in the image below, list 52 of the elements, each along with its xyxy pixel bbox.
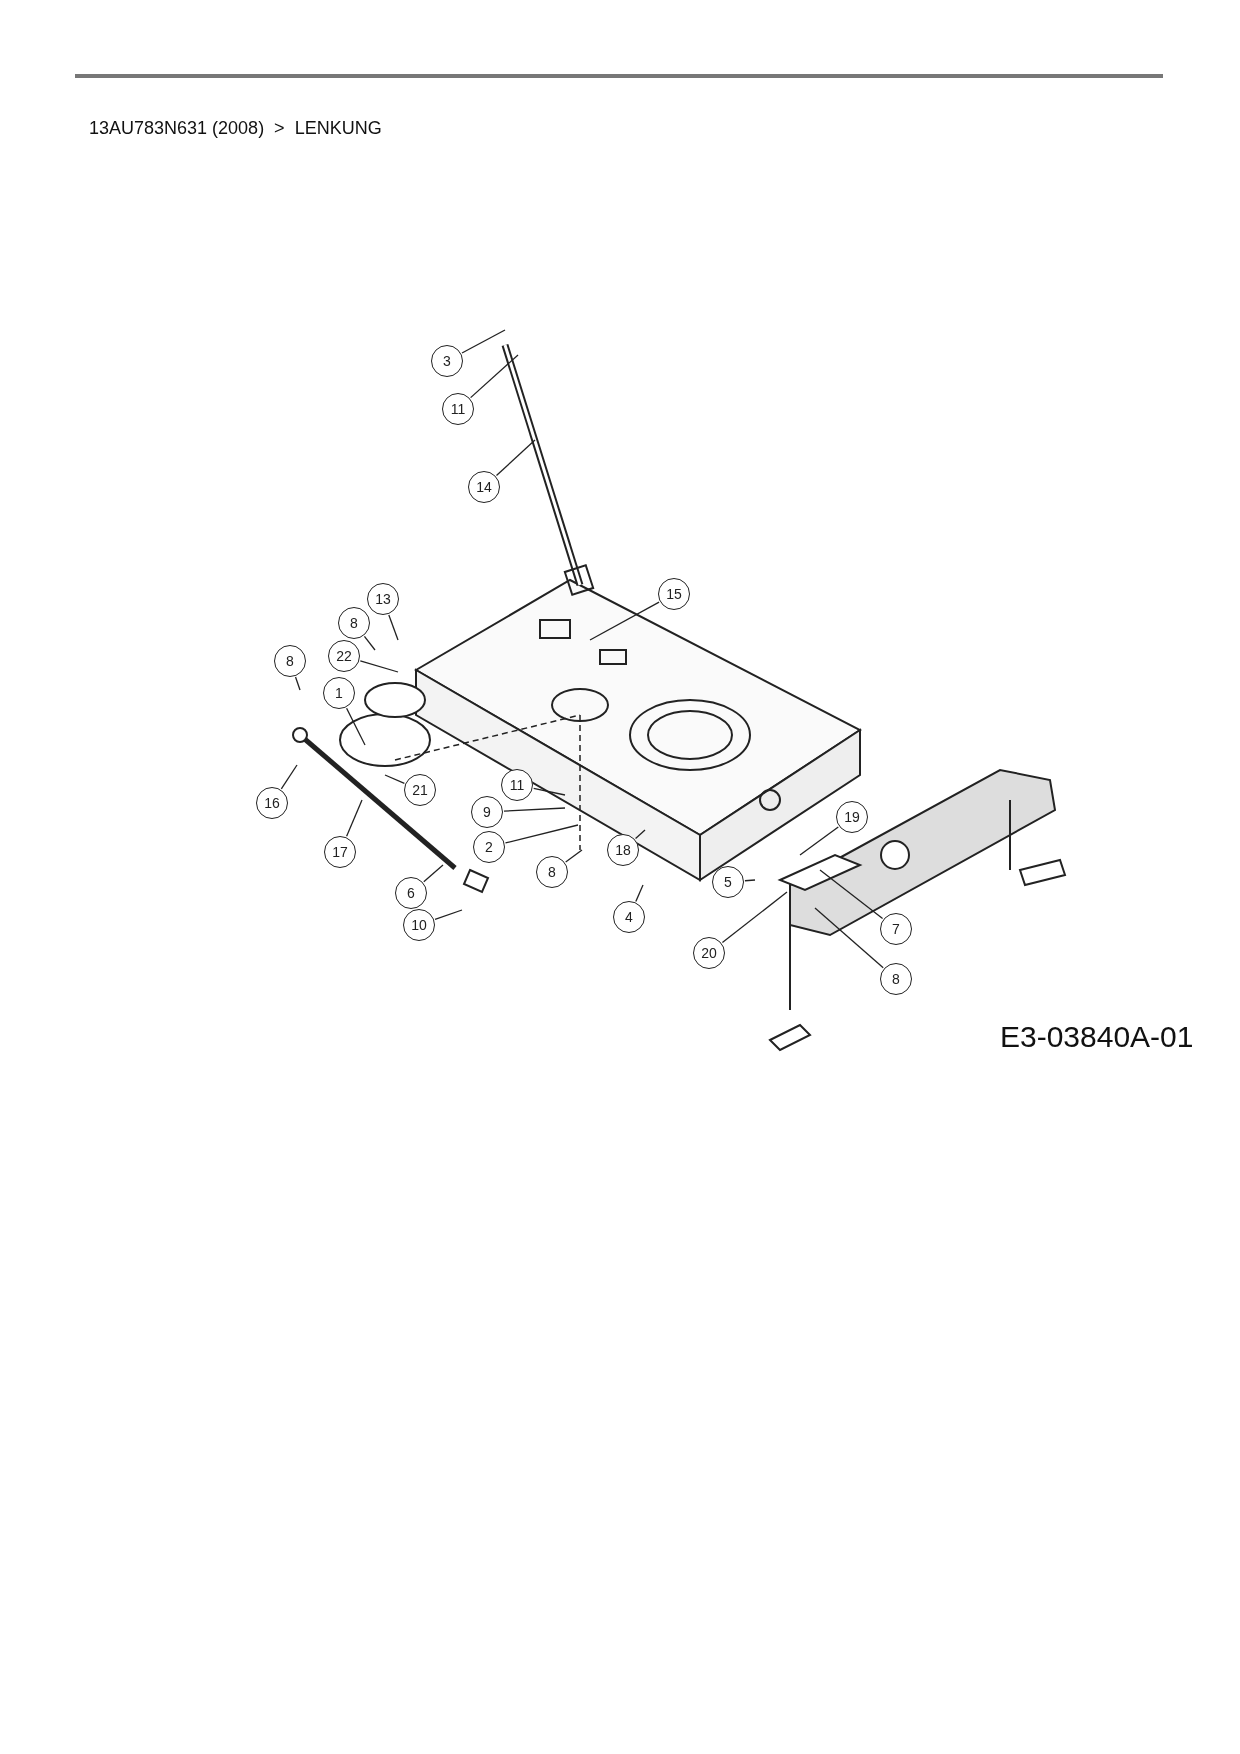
callout-number: 19 — [836, 801, 868, 833]
callout-number: 9 — [471, 796, 503, 828]
callout-number: 1 — [323, 677, 355, 709]
leader-line — [799, 826, 839, 856]
leader-line — [504, 824, 579, 844]
callout-number: 8 — [880, 963, 912, 995]
breadcrumb-title: 13AU783N631 (2008) > LENKUNG — [89, 118, 382, 139]
leader-line — [384, 774, 405, 784]
leader-line — [434, 909, 463, 921]
callout-number: 11 — [501, 769, 533, 801]
callout-number: 6 — [395, 877, 427, 909]
leader-line — [744, 879, 756, 882]
callout-number: 3 — [431, 345, 463, 377]
callout-number: 20 — [693, 937, 725, 969]
callout-number: 7 — [880, 913, 912, 945]
leader-line — [503, 807, 566, 812]
leader-line — [345, 799, 363, 837]
leader-line — [294, 676, 301, 691]
drawing-number: E3-03840A-01 — [1000, 1020, 1194, 1054]
callout-number: 8 — [536, 856, 568, 888]
leader-line — [470, 354, 519, 399]
callout-number: 22 — [328, 640, 360, 672]
leader-line — [345, 707, 366, 746]
leader-line — [495, 439, 536, 477]
leader-line — [359, 660, 399, 673]
leader-line — [635, 884, 644, 903]
callout-number: 10 — [403, 909, 435, 941]
callout-number: 16 — [256, 787, 288, 819]
callout-number: 15 — [658, 578, 690, 610]
callout-number: 17 — [324, 836, 356, 868]
leader-line — [363, 635, 376, 651]
leader-line — [565, 849, 583, 863]
callout-number: 14 — [468, 471, 500, 503]
callout-number: 11 — [442, 393, 474, 425]
leader-line — [819, 869, 884, 920]
callout-number: 21 — [404, 774, 436, 806]
leader-line — [533, 787, 566, 796]
leader-line — [388, 614, 399, 641]
callout-number: 18 — [607, 834, 639, 866]
callout-number: 8 — [274, 645, 306, 677]
leader-line — [721, 891, 788, 944]
callout-number: 8 — [338, 607, 370, 639]
leader-line — [423, 864, 444, 883]
callout-number: 13 — [367, 583, 399, 615]
callout-number: 4 — [613, 901, 645, 933]
callout-number: 5 — [712, 866, 744, 898]
leader-line — [589, 601, 660, 641]
leader-line — [814, 907, 884, 969]
callout-number: 2 — [473, 831, 505, 863]
leader-line — [461, 329, 506, 354]
leader-line — [280, 764, 298, 790]
leader-line — [634, 829, 646, 840]
